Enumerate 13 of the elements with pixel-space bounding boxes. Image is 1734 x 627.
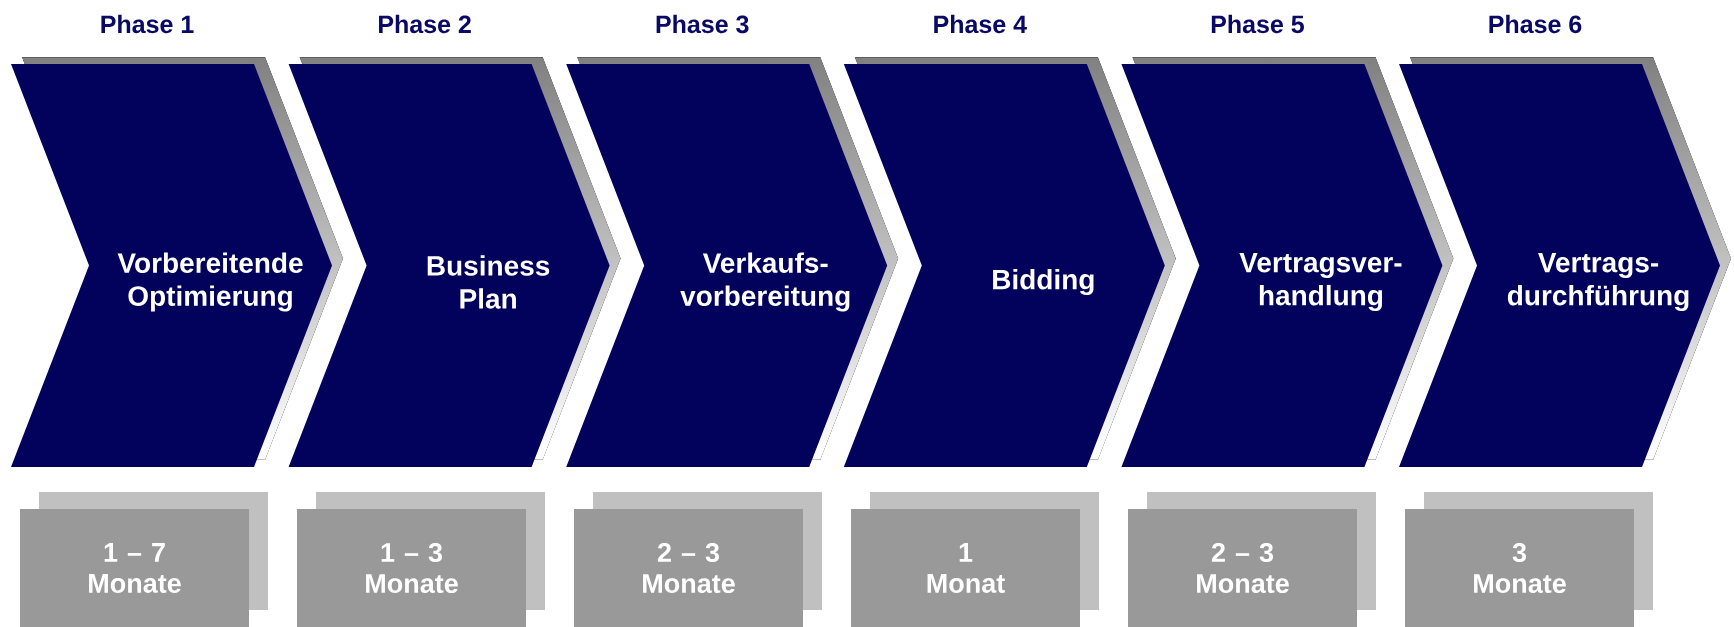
phase-label: Phase 4 [934, 14, 1027, 34]
phase-label: Phase 2 [379, 14, 471, 34]
duration-box: 1 – 3 Monate [297, 492, 545, 627]
duration-box: 1 – 7 Monate [20, 492, 268, 627]
duration-box: 3 Monate [1405, 492, 1653, 627]
duration-box: 2 – 3 Monate [1128, 492, 1376, 627]
phase-label: Phase 1 [101, 14, 194, 34]
phase-label: Phase 5 [1211, 14, 1304, 34]
phase-step: Vorbereitende Optimierung [11, 57, 343, 467]
duration-box: 1 Monat [851, 492, 1099, 627]
phase-label: Phase 3 [656, 14, 749, 34]
duration-box: 2 – 3 Monate [574, 492, 822, 627]
phase-label: Phase 6 [1489, 14, 1582, 34]
